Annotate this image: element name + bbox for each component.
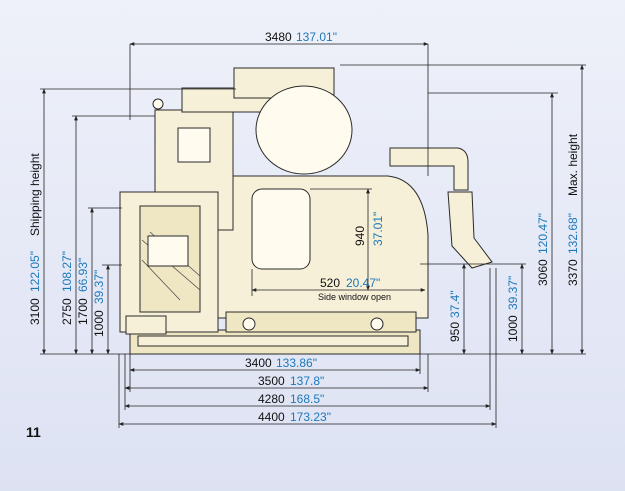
- chip-conveyor-panel: [225, 311, 417, 333]
- top-width-imperial: 137.01": [296, 30, 337, 44]
- w3500-imperial: 137.8": [290, 374, 324, 388]
- dim-side-window: 940 37.01" 520 20.47" Side window open: [251, 188, 426, 302]
- h1700-metric: 1700: [76, 298, 90, 325]
- h950-metric: 950: [448, 322, 462, 342]
- max-height-label: Max. height: [566, 133, 580, 196]
- w4400-imperial: 173.23": [290, 410, 331, 424]
- chip-chute: [447, 191, 493, 269]
- leveling-pad-left: [242, 317, 256, 331]
- shipping-height-label: Shipping height: [28, 153, 42, 236]
- window-height-imperial: 37.01": [371, 212, 385, 246]
- lifting-eye: [152, 98, 164, 110]
- dim-right-heights: 950 37.4" 1000 39.37" 3060 120.47" 3370 …: [340, 64, 586, 355]
- window-width-metric: 520: [320, 276, 340, 290]
- w4400-metric: 4400: [258, 410, 285, 424]
- h2750-metric: 2750: [60, 298, 74, 325]
- h2750-imperial: 108.27": [60, 251, 74, 292]
- side-window: [251, 188, 311, 270]
- tower-panel: [177, 127, 211, 163]
- h3060-imperial: 120.47": [536, 213, 550, 254]
- w4280-metric: 4280: [258, 392, 285, 406]
- max-height-imperial: 132.68": [566, 213, 580, 254]
- dim-left-heights: 3100 122.05" Shipping height 2750 108.27…: [28, 88, 236, 355]
- max-height-metric: 3370: [566, 259, 580, 286]
- leveling-pad-right: [370, 317, 384, 331]
- h950-imperial: 37.4": [448, 290, 462, 318]
- h1700-imperial: 66.93": [76, 258, 90, 292]
- base-rail: [137, 335, 409, 347]
- exhaust-duct: [389, 147, 469, 191]
- h1000-right-imperial: 39.37": [506, 276, 520, 310]
- dim-top-width: 3480 137.01": [129, 30, 429, 176]
- h1000-left-imperial: 39.37": [92, 270, 106, 304]
- w3400-metric: 3400: [245, 356, 272, 370]
- shipping-height-imperial: 122.05": [28, 251, 42, 292]
- h1000-left-metric: 1000: [92, 310, 106, 337]
- w3500-metric: 3500: [258, 374, 285, 388]
- top-width-metric: 3480: [265, 30, 292, 44]
- w3400-imperial: 133.86": [276, 356, 317, 370]
- coolant-tank: [147, 235, 189, 267]
- window-width-label: Side window open: [318, 292, 391, 302]
- page-number: 11: [26, 424, 41, 440]
- machine-illustration: [119, 67, 493, 355]
- w4280-imperial: 168.5": [290, 392, 324, 406]
- h3060-metric: 3060: [536, 259, 550, 286]
- h1000-right-metric: 1000: [506, 315, 520, 342]
- dim-bottom-widths: 3400 133.86" 3500 137.8" 4280 168.5" 440…: [118, 268, 497, 428]
- tool-magazine-disc: [255, 85, 353, 175]
- window-height-metric: 940: [353, 226, 367, 246]
- window-width-imperial: 20.47": [346, 276, 380, 290]
- cabinet-base: [125, 315, 167, 335]
- shipping-height-metric: 3100: [28, 298, 42, 325]
